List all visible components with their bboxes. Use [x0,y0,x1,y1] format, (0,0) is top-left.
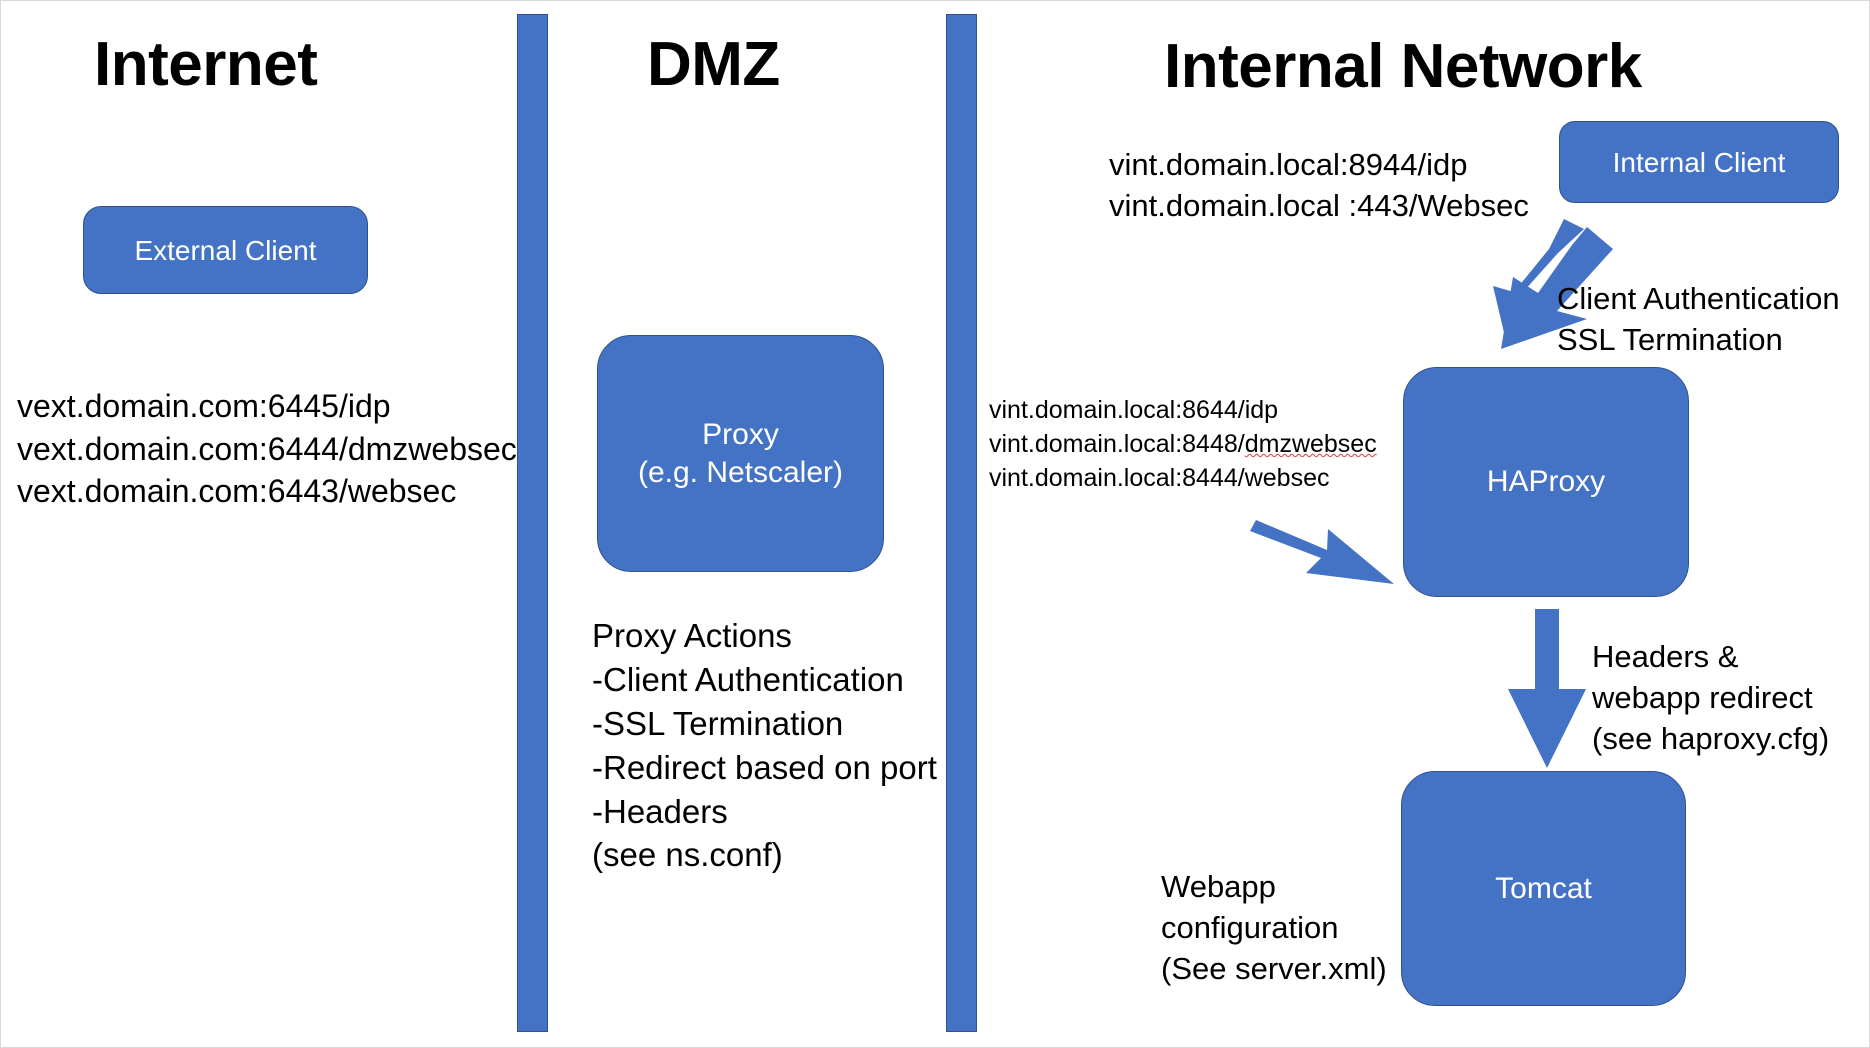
haproxy-backend-urls: vint.domain.local:8644/idp vint.domain.l… [989,393,1377,495]
proxy-actions-line-5: -Headers [592,792,728,830]
haproxy-url-line-3: vint.domain.local:8444/websec [989,464,1330,492]
internal-client-url-line-1: vint.domain.local:8944/idp [1109,147,1468,182]
node-tomcat-label: Tomcat [1495,871,1592,905]
node-proxy[interactable]: Proxy (e.g. Netscaler) [597,335,884,572]
headers-redirect-line-1: Headers & [1592,639,1739,674]
node-internal-client[interactable]: Internal Client [1559,121,1839,203]
webapp-config-line-1: Webapp [1161,869,1276,904]
haproxy-url-line-2-prefix: vint.domain.local:8448/ [989,430,1245,458]
zone-title-dmz: DMZ [647,30,780,99]
node-internal-client-label: Internal Client [1612,146,1786,178]
haproxy-url-line-1: vint.domain.local:8644/idp [989,396,1279,424]
webapp-config-line-3: (See server.xml) [1161,951,1387,987]
proxy-actions-line-2: -Client Authentication [592,660,904,698]
node-external-client-label: External Client [134,234,317,266]
divider-internet-dmz [517,14,548,1032]
headers-redirect-line-3: (see haproxy.cfg) [1592,721,1830,757]
webapp-config-annotation: Webapp configuration (See server.xml) [1161,866,1387,990]
webapp-config-line-2: configuration [1161,910,1339,946]
haproxy-url-line-2: vint.domain.local:8448/dmzwebsec [989,427,1377,461]
external-client-urls: vext.domain.com:6445/idp vext.domain.com… [17,385,517,513]
divider-dmz-internal [946,14,977,1032]
node-tomcat[interactable]: Tomcat [1401,771,1686,1006]
headers-redirect-line-2: webapp redirect [1592,680,1813,716]
arrow-haproxy-to-tomcat [1508,609,1586,768]
external-url-line-1: vext.domain.com:6445/idp [17,388,391,424]
haproxy-url-line-2-misspelled-word: dmzwebsec [1244,430,1377,458]
proxy-actions-line-4: -Redirect based on port [592,748,937,786]
client-auth-annotation: Client Authentication SSL Termination [1557,278,1840,360]
proxy-actions-list: Proxy Actions -Client Authentication -SS… [592,614,937,877]
node-external-client[interactable]: External Client [83,206,368,294]
arrow-inbound-to-haproxy [1250,520,1394,584]
internal-client-urls: vint.domain.local:8944/idp vint.domain.l… [1109,144,1529,226]
external-url-line-2: vext.domain.com:6444/dmzwebsec [17,430,517,467]
client-auth-line-2: SSL Termination [1557,322,1783,358]
internal-client-url-line-2: vint.domain.local :443/Websec [1109,188,1529,224]
node-haproxy[interactable]: HAProxy [1403,367,1689,597]
proxy-actions-line-1: Proxy Actions [592,617,792,654]
proxy-actions-line-6: (see ns.conf) [592,836,783,874]
node-proxy-label-line-2: (e.g. Netscaler) [637,455,844,489]
node-haproxy-label: HAProxy [1486,465,1606,499]
zone-title-internet: Internet [94,30,318,99]
proxy-actions-line-3: -SSL Termination [592,704,844,742]
node-proxy-label-line-1: Proxy [702,418,779,451]
external-url-line-3: vext.domain.com:6443/websec [17,473,457,510]
zone-title-internal-network: Internal Network [1164,32,1642,101]
headers-redirect-annotation: Headers & webapp redirect (see haproxy.c… [1592,636,1829,760]
client-auth-line-1: Client Authentication [1557,281,1840,316]
